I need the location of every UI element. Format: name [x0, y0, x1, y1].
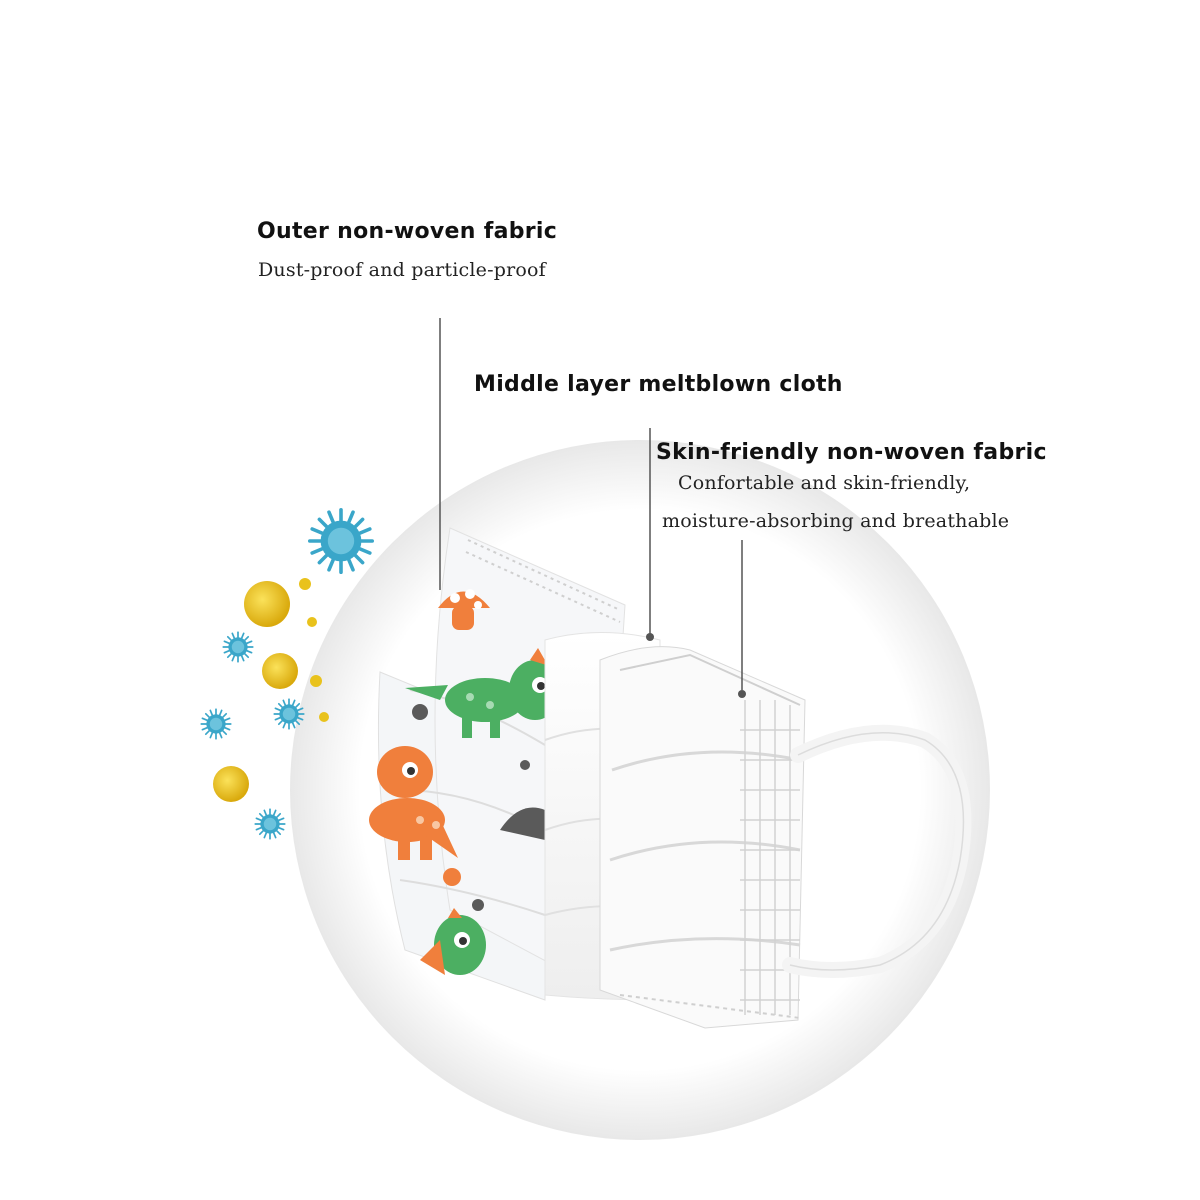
leader-lines [439, 318, 746, 698]
particle-icon [244, 581, 290, 627]
particle-icon [299, 578, 311, 590]
inner-layer-description-line1: Confortable and skin-friendly, [678, 472, 971, 494]
outer-layer-title: Outer non-woven fabric [257, 219, 558, 244]
particle-icon [310, 675, 322, 687]
particle-icon [213, 766, 249, 802]
particle-icon [307, 617, 317, 627]
inner-layer [599, 646, 806, 1029]
virus-icon [222, 631, 254, 663]
virus-icon [273, 698, 305, 730]
inner-layer-description-line2: moisture-absorbing and breathable [662, 510, 1010, 532]
outer-layer-description: Dust-proof and particle-proof [258, 259, 546, 281]
virus-cluster [200, 507, 375, 840]
middle-layer-title: Middle layer meltblown cloth [474, 372, 843, 397]
inner-layer-title: Skin-friendly non-woven fabric [656, 440, 1047, 465]
virus-icon [254, 808, 286, 840]
virus-icon [200, 708, 232, 740]
ear-loop [782, 724, 972, 978]
virus-icon [307, 507, 375, 575]
particle-icon [262, 653, 298, 689]
mushroom-icon [438, 589, 490, 630]
particle-icon [319, 712, 329, 722]
dinosaur-icon [369, 746, 458, 860]
dinosaur-icon [420, 908, 486, 975]
